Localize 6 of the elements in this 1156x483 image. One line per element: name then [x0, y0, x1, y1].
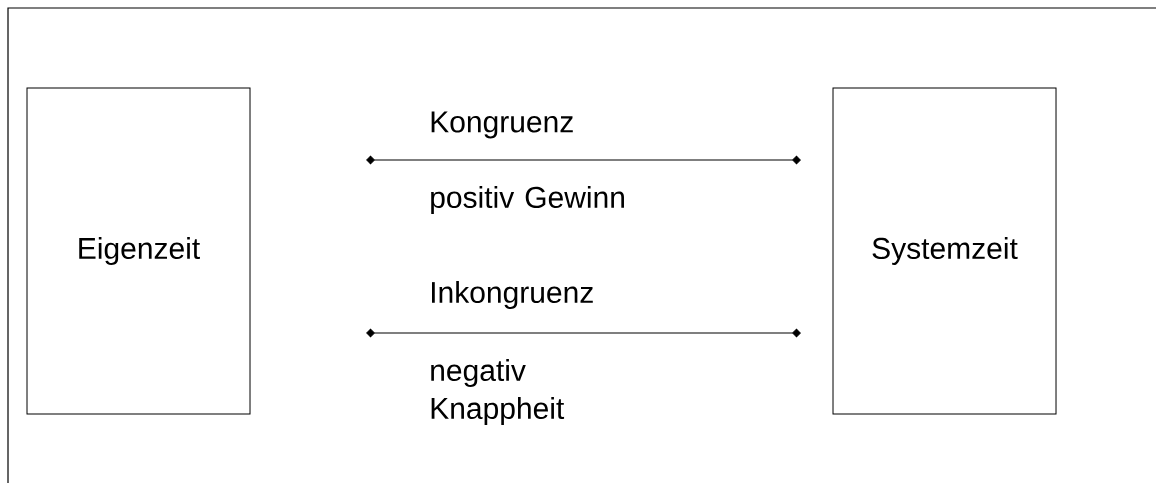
line-caption: positiv Gewinn	[431, 186, 624, 214]
text-box: Systemzeit	[832, 87, 1057, 415]
text-box: Eigenzeit	[26, 87, 251, 415]
line-caption: Kongruenz	[431, 111, 573, 139]
line-caption: negativ Knappheit	[431, 359, 565, 425]
line-caption: Inkongruenz	[432, 281, 593, 309]
